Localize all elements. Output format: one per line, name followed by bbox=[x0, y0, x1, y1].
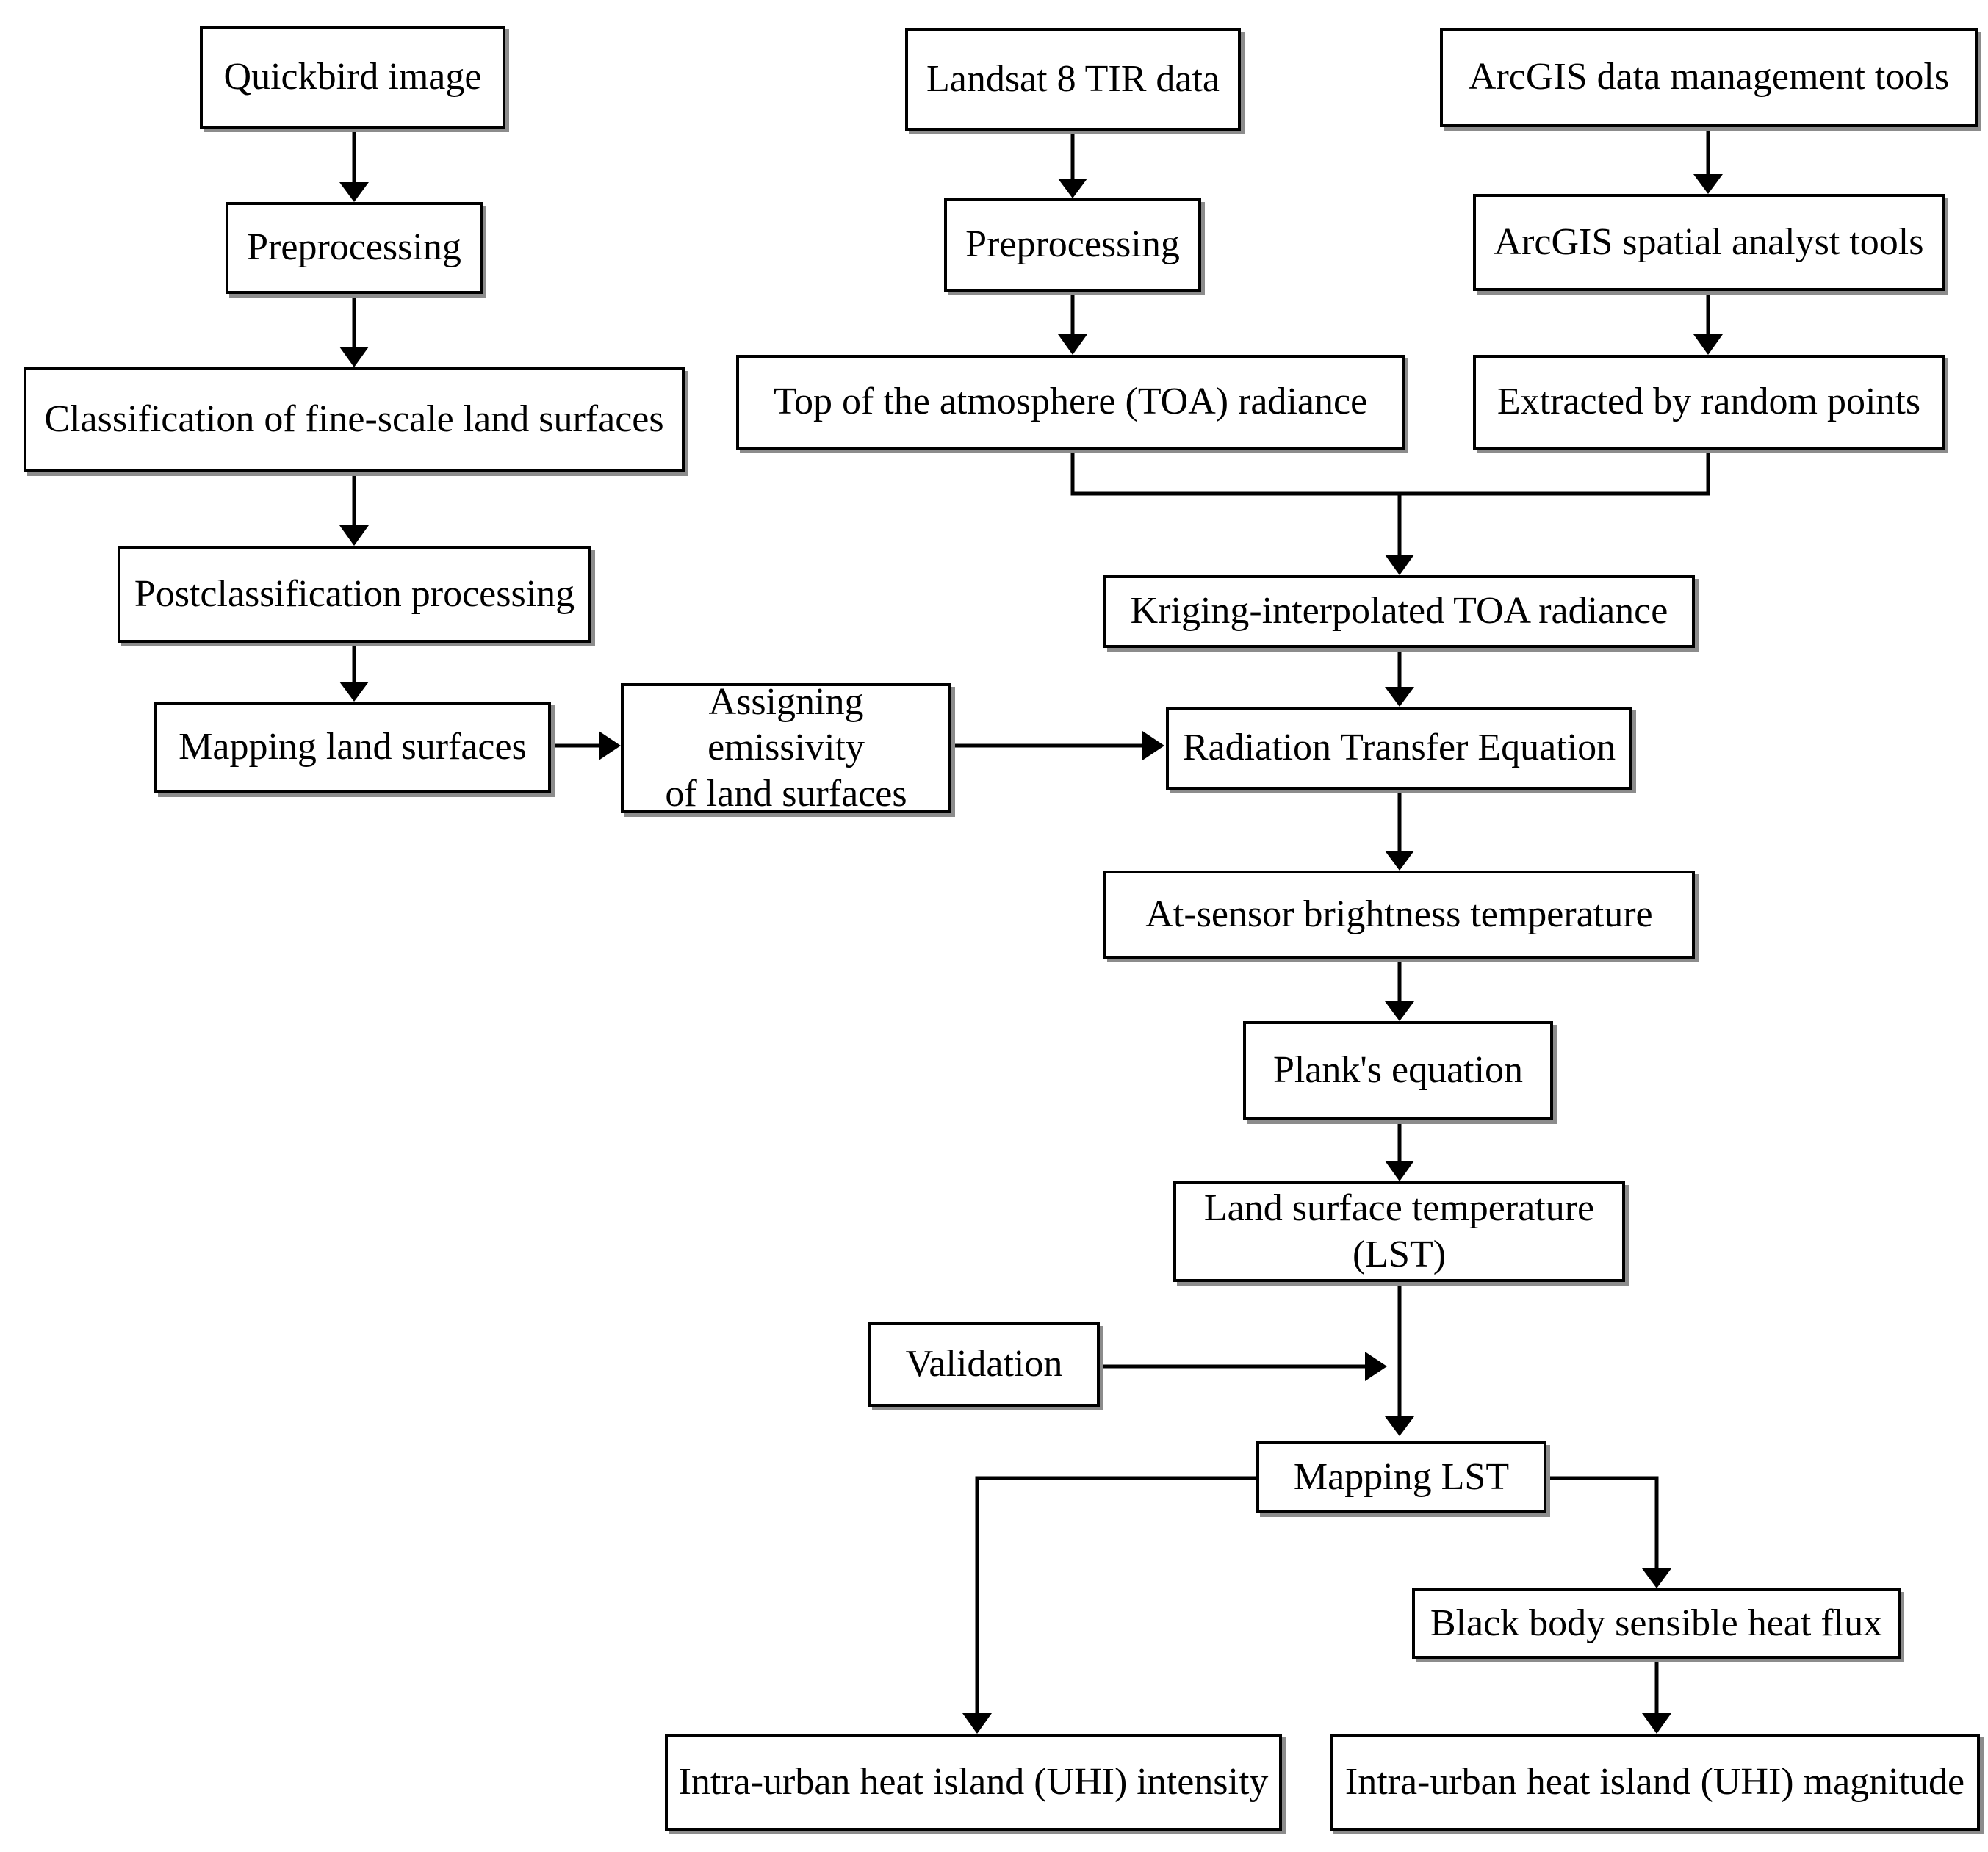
node-land-surface-temperature: Land surface temperature (LST) bbox=[1173, 1181, 1625, 1282]
arrowhead bbox=[962, 1713, 992, 1734]
arrowhead bbox=[1642, 1713, 1671, 1734]
node-postclassification-processing: Postclassification processing bbox=[118, 546, 591, 643]
node-extracted-random-points: Extracted by random points bbox=[1473, 355, 1945, 450]
node-arcgis-spatial-analyst: ArcGIS spatial analyst tools bbox=[1473, 194, 1945, 291]
connector-toa-extracted-merge bbox=[1070, 450, 1710, 496]
arrowhead bbox=[1385, 1001, 1414, 1021]
node-uhi-magnitude: Intra-urban heat island (UHI) magnitude bbox=[1330, 1734, 1980, 1831]
arrowhead bbox=[1385, 1161, 1414, 1181]
arrowhead bbox=[1385, 687, 1414, 707]
node-planks-equation: Plank's equation bbox=[1243, 1021, 1553, 1120]
node-preprocessing-mid: Preprocessing bbox=[944, 198, 1201, 292]
node-classification-land-surfaces: Classification of fine-scale land surfac… bbox=[24, 367, 685, 472]
arrowhead bbox=[1365, 1352, 1387, 1381]
arrowhead bbox=[1142, 731, 1164, 760]
arrowhead bbox=[599, 731, 621, 760]
arrow-mapping-lst-to-black-body bbox=[1546, 1476, 1659, 1568]
node-preprocessing-left: Preprocessing bbox=[226, 202, 483, 294]
arrowhead bbox=[339, 182, 369, 202]
node-at-sensor-brightness-temperature: At-sensor brightness temperature bbox=[1103, 871, 1695, 959]
arrowhead bbox=[1385, 555, 1414, 575]
node-mapping-land-surfaces: Mapping land surfaces bbox=[154, 702, 551, 793]
node-landsat-tir-data: Landsat 8 TIR data bbox=[905, 28, 1241, 131]
node-toa-radiance: Top of the atmosphere (TOA) radiance bbox=[736, 355, 1405, 450]
node-kriging-toa-radiance: Kriging-interpolated TOA radiance bbox=[1103, 575, 1695, 648]
arrowhead bbox=[1642, 1568, 1671, 1588]
arrowhead bbox=[1058, 179, 1087, 198]
arrowhead bbox=[1693, 334, 1723, 355]
node-arcgis-data-management: ArcGIS data management tools bbox=[1440, 28, 1978, 127]
node-quickbird-image: Quickbird image bbox=[200, 26, 505, 129]
arrowhead bbox=[1058, 334, 1087, 355]
arrowhead bbox=[339, 525, 369, 546]
node-black-body-sensible-heat-flux: Black body sensible heat flux bbox=[1412, 1588, 1901, 1659]
arrowhead bbox=[339, 682, 369, 702]
arrowhead bbox=[339, 347, 369, 367]
arrowhead bbox=[1385, 1416, 1414, 1436]
node-validation: Validation bbox=[868, 1322, 1100, 1407]
node-assigning-emissivity: Assigning emissivity of land surfaces bbox=[621, 681, 951, 815]
arrowhead bbox=[1385, 851, 1414, 871]
arrowhead bbox=[1693, 174, 1723, 194]
arrow-mapping-lst-to-uhi-intensity bbox=[975, 1476, 1256, 1713]
node-uhi-intensity: Intra-urban heat island (UHI) intensity bbox=[665, 1734, 1282, 1831]
node-mapping-lst: Mapping LST bbox=[1256, 1441, 1546, 1513]
node-radiation-transfer-equation: Radiation Transfer Equation bbox=[1166, 707, 1632, 790]
